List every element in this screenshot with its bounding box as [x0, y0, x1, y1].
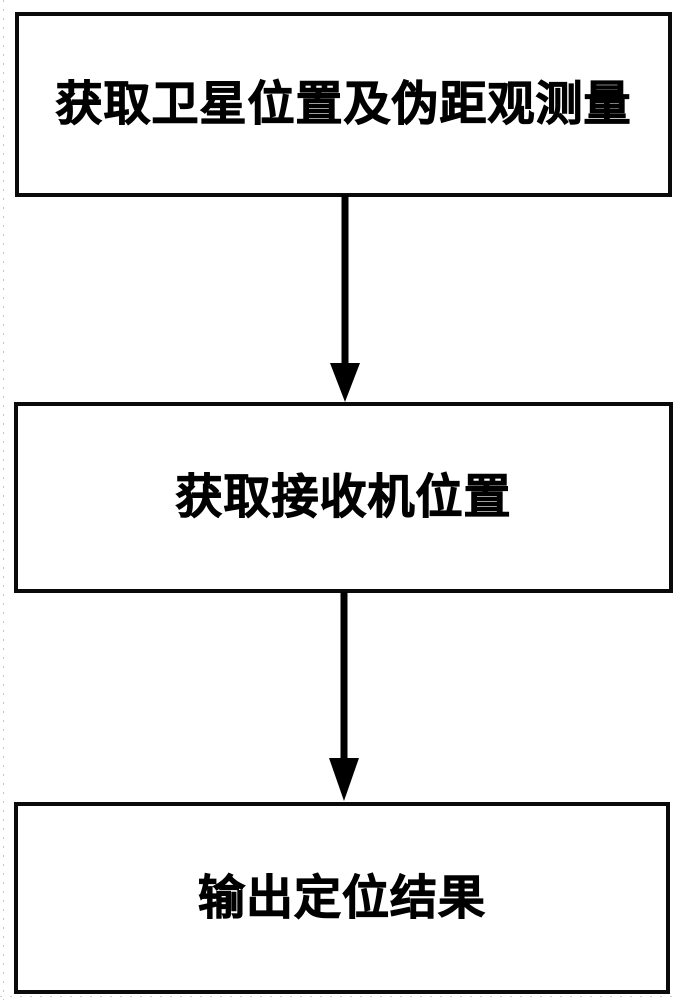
flowchart-node-label: 获取卫星位置及伪距观测量	[55, 77, 632, 132]
flowchart-connector-acquire-to-receiver	[322, 195, 368, 403]
flowchart-node-acquire: 获取卫星位置及伪距观测量	[15, 12, 672, 197]
flowchart-node-output: 输出定位结果	[14, 802, 670, 994]
down-arrow-icon	[329, 592, 359, 801]
flowchart-node-receiver: 获取接收机位置	[14, 402, 673, 593]
flowchart-node-label: 获取接收机位置	[175, 470, 512, 525]
flowchart-connector-receiver-to-output	[321, 592, 367, 802]
down-arrow-icon	[330, 195, 360, 402]
flowchart-node-label: 输出定位结果	[198, 870, 486, 926]
scan-edge-artifact-bottom	[0, 996, 680, 997]
scan-edge-artifact-left	[3, 0, 4, 1000]
